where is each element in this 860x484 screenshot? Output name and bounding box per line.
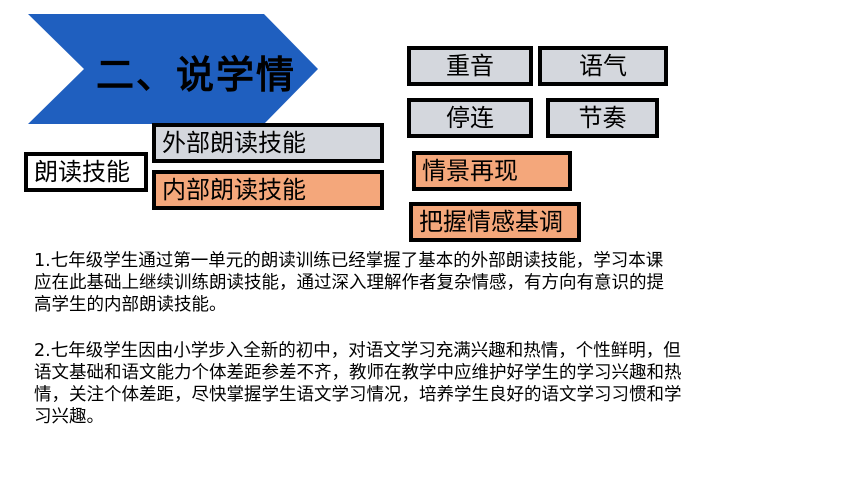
reading-skills-root-label: 朗读技能 [24,152,148,192]
paragraph-line: 高学生的内部朗读技能。 [34,295,227,315]
section-title-banner: 二、说学情 [28,14,318,124]
paragraph-line: 1.七年级学生通过第一单元的朗读训练已经掌握了基本的外部朗读技能，学习本课 [34,251,664,271]
section-title: 二、说学情 [96,53,297,97]
internal-item-scene-reproduction: 情景再现 [412,151,572,191]
learning-situation-paragraph-1: 1.七年级学生通过第一单元的朗读训练已经掌握了基本的外部朗读技能，学习本课 应在… [34,250,834,316]
paragraph-line: 应在此基础上继续训练朗读技能，通过深入理解作者复杂情感，有方向有意识的提 [34,273,664,293]
paragraph-line: 习兴趣。 [34,407,104,427]
internal-reading-skills-label: 内部朗读技能 [152,170,384,210]
external-item-tone: 语气 [538,46,668,86]
external-item-pause: 停连 [407,98,533,138]
learning-situation-paragraph-2: 2.七年级学生因由小学步入全新的初中，对语文学习充满兴趣和热情，个性鲜明，但 语… [34,340,834,428]
paragraph-line: 语文基础和语文能力个体差距参差不齐，教师在教学中应维护好学生的学习兴趣和热 [34,363,682,383]
arrow-banner-shape [28,14,318,124]
paragraph-line: 情，关注个体差距，尽快掌握学生语文学习情况，培养学生良好的语文学习习惯和学 [34,385,682,405]
external-item-rhythm: 节奏 [546,98,659,138]
external-reading-skills-label: 外部朗读技能 [152,123,384,163]
external-item-stress: 重音 [407,46,533,86]
internal-item-emotional-tone: 把握情感基调 [409,202,581,242]
paragraph-line: 2.七年级学生因由小学步入全新的初中，对语文学习充满兴趣和热情，个性鲜明，但 [34,341,681,361]
